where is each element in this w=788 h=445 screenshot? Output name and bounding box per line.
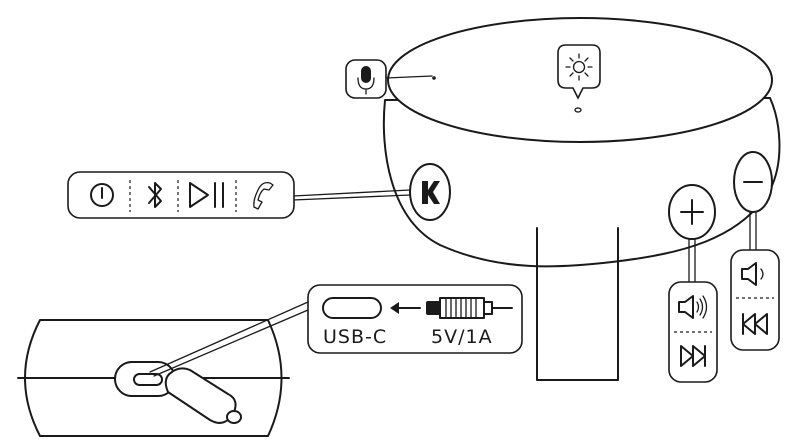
mic-callout (345, 59, 433, 99)
function-bar (67, 171, 295, 219)
volume-down-icon (741, 262, 764, 286)
light-sensor-callout (557, 44, 601, 100)
usb-c-cable-icon (426, 297, 513, 319)
k-leader (292, 189, 411, 197)
usb-c-port (133, 373, 163, 386)
plug-tip (226, 410, 242, 424)
power-spec-label: 5V/1A (431, 326, 493, 348)
light-sensor-icon (565, 53, 593, 81)
power-icon (90, 183, 114, 207)
speaker-side-view (17, 319, 290, 437)
plus-icon (680, 199, 704, 225)
phone-icon (253, 182, 274, 210)
k-button[interactable] (409, 163, 451, 221)
usb-callout: USB-C 5V/1A (307, 284, 523, 354)
microphone-icon (357, 66, 375, 95)
play-pause-icon (189, 182, 224, 208)
volume-up-icon (678, 295, 708, 319)
plus-callout (668, 238, 718, 383)
light-sensor-hole (574, 107, 582, 113)
skip-forward-icon (680, 345, 706, 367)
minus-callout (730, 211, 780, 351)
skip-back-icon (742, 313, 768, 335)
mic-hole (432, 76, 436, 80)
plus-button[interactable] (668, 184, 716, 240)
usb-c-label: USB-C (323, 326, 387, 348)
arrow-left-icon (390, 302, 421, 314)
usb-c-port-icon (322, 297, 382, 319)
k-button-icon (422, 181, 440, 204)
usb-leader (149, 301, 309, 373)
bluetooth-icon (148, 182, 162, 208)
minus-button[interactable] (733, 151, 773, 213)
